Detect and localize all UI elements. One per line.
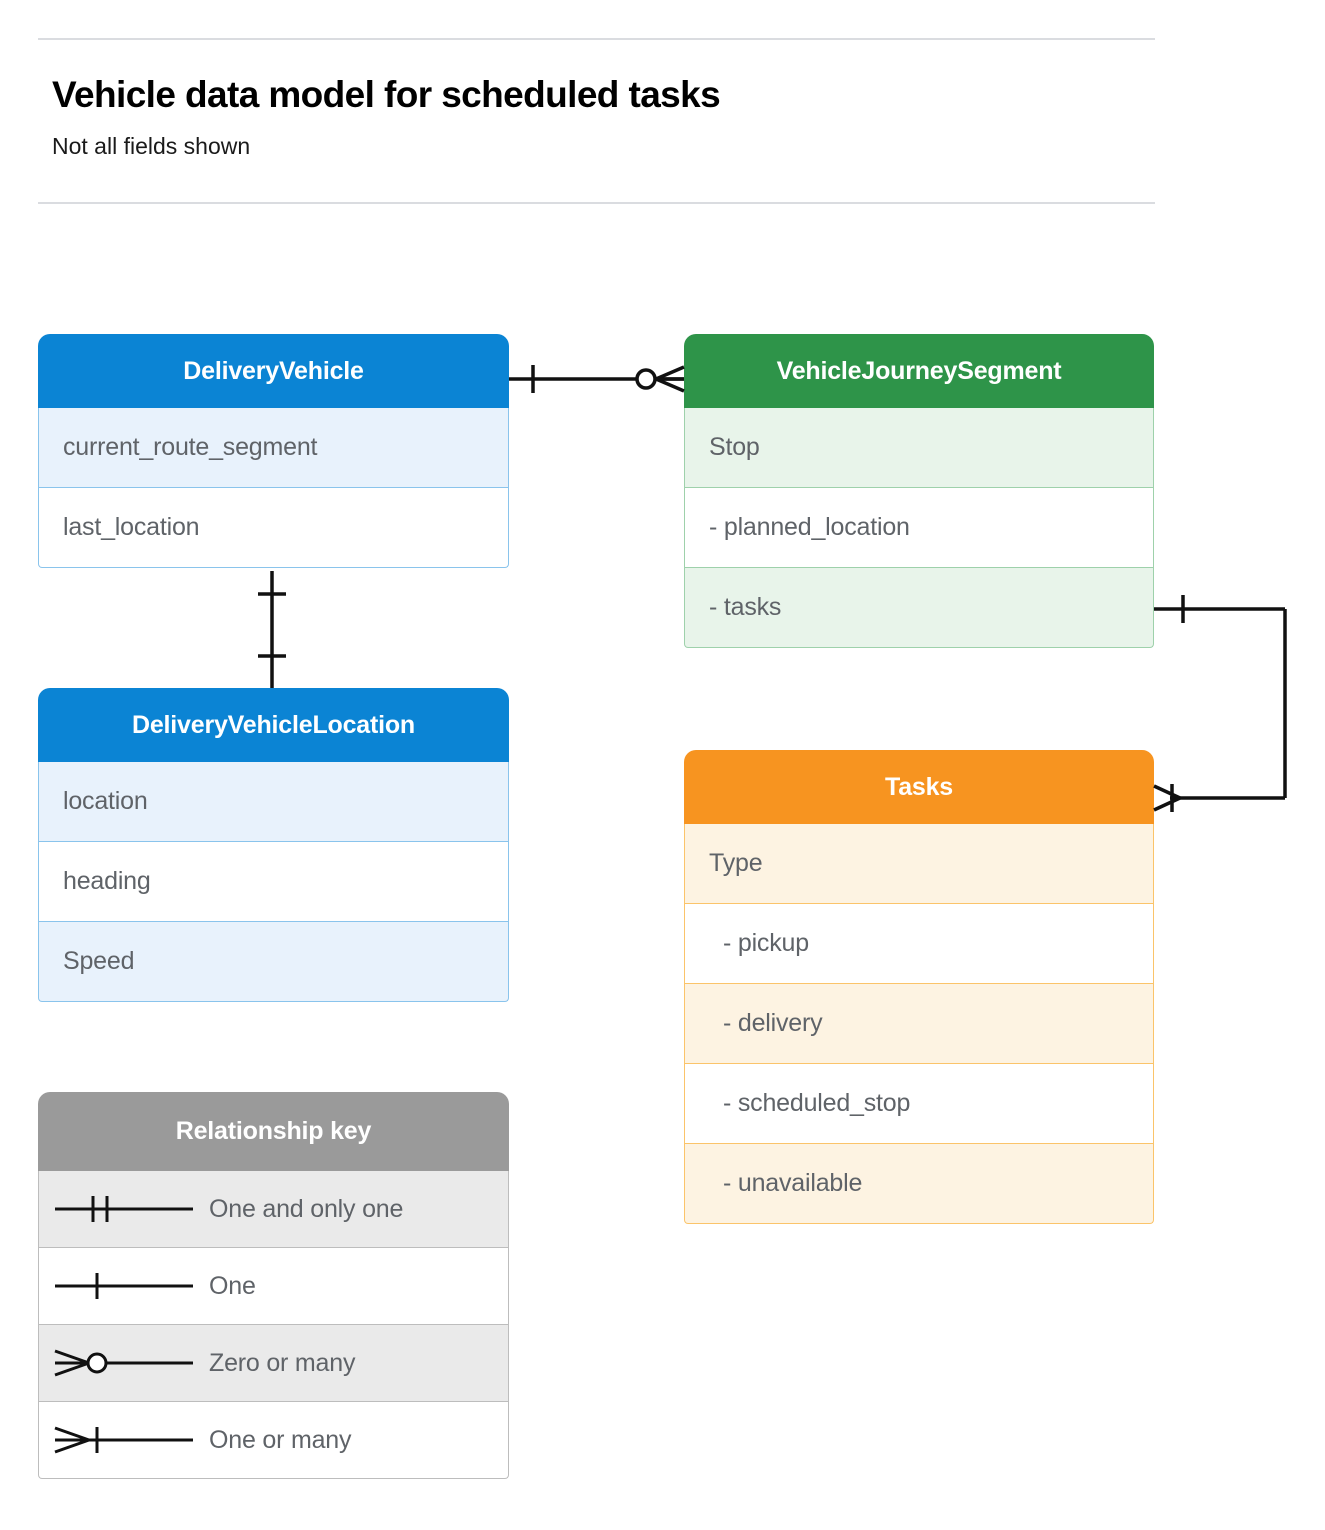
legend-row-label: One	[209, 1271, 256, 1300]
connector-deliveryvehicle-deliveryvehiclelocation	[258, 571, 286, 688]
legend-row-label: One and only one	[209, 1194, 404, 1223]
page-subtitle: Not all fields shown	[52, 133, 251, 159]
relationship-key-legend: Relationship key One and only one One	[38, 1092, 509, 1479]
zero-or-many-symbol-icon	[39, 1343, 209, 1383]
entity-field-row: Speed	[38, 922, 509, 1002]
legend-row: One or many	[38, 1402, 509, 1479]
legend-title: Relationship key	[38, 1092, 509, 1171]
one-and-only-one-symbol-icon	[39, 1189, 209, 1229]
entity-field-row: heading	[38, 842, 509, 922]
legend-row: One and only one	[38, 1171, 509, 1248]
entity-title-vehicle-journey-segment: VehicleJourneySegment	[684, 334, 1154, 408]
entity-title-delivery-vehicle-location: DeliveryVehicleLocation	[38, 688, 509, 762]
legend-row: One	[38, 1248, 509, 1325]
entity-field-row: - pickup	[684, 904, 1154, 984]
header-divider-top	[38, 38, 1155, 40]
connector-deliveryvehicle-vehiclejourneysegment	[509, 365, 685, 393]
one-symbol-icon	[39, 1266, 209, 1306]
one-or-many-symbol-icon	[39, 1420, 209, 1460]
entity-field-row: Stop	[684, 408, 1154, 488]
entity-field-row: - planned_location	[684, 488, 1154, 568]
legend-row-label: Zero or many	[209, 1348, 356, 1377]
entity-field-row: current_route_segment	[38, 408, 509, 488]
entity-field-row: - delivery	[684, 984, 1154, 1064]
entity-field-row: - tasks	[684, 568, 1154, 648]
entity-field-row: - unavailable	[684, 1144, 1154, 1224]
page-title: Vehicle data model for scheduled tasks	[52, 74, 721, 115]
entity-field-row: Type	[684, 824, 1154, 904]
entity-title-delivery-vehicle: DeliveryVehicle	[38, 334, 509, 408]
entity-field-row: location	[38, 762, 509, 842]
entity-field-row: - scheduled_stop	[684, 1064, 1154, 1144]
legend-row-label: One or many	[209, 1425, 352, 1454]
entity-vehicle-journey-segment[interactable]: VehicleJourneySegment Stop - planned_loc…	[684, 334, 1154, 648]
entity-title-tasks: Tasks	[684, 750, 1154, 824]
connector-vehiclejourneysegment-tasks	[1153, 595, 1287, 812]
entity-delivery-vehicle-location[interactable]: DeliveryVehicleLocation location heading…	[38, 688, 509, 1002]
entity-tasks[interactable]: Tasks Type - pickup - delivery - schedul…	[684, 750, 1154, 1224]
legend-row: Zero or many	[38, 1325, 509, 1402]
entity-delivery-vehicle[interactable]: DeliveryVehicle current_route_segment la…	[38, 334, 509, 568]
header-divider-bottom	[38, 202, 1155, 204]
entity-field-row: last_location	[38, 488, 509, 568]
